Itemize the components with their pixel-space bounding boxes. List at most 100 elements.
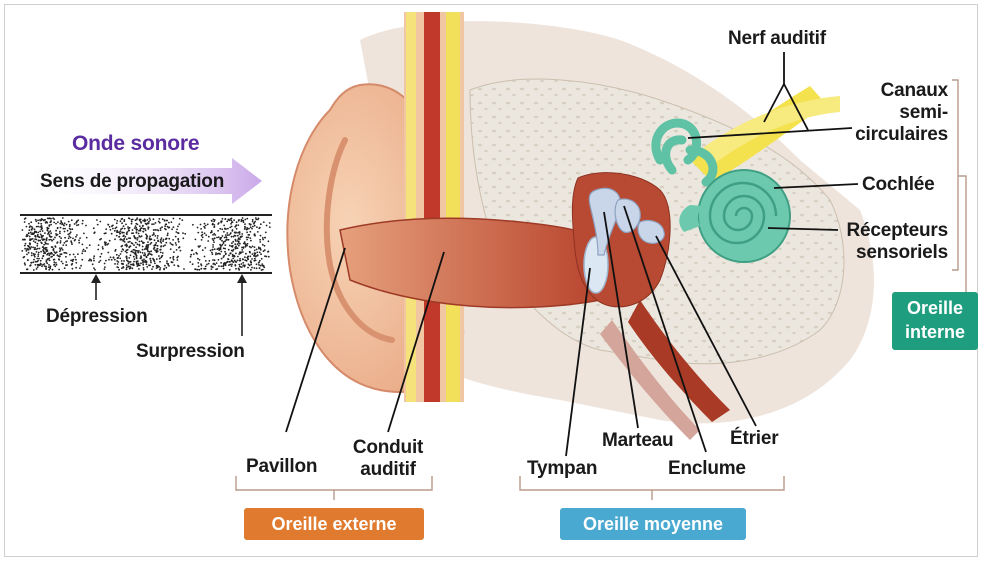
wave-dot [53, 264, 55, 266]
wave-dot [159, 269, 161, 271]
wave-dot [46, 239, 48, 241]
wave-dot [137, 243, 139, 245]
wave-dot [205, 225, 207, 227]
wave-dot [268, 240, 270, 242]
wave-dot [63, 228, 65, 230]
depression-arrowhead [91, 274, 101, 283]
wave-dot [127, 241, 129, 243]
wave-dot [121, 218, 123, 220]
wave-dot [254, 250, 256, 252]
wave-dot [247, 267, 249, 269]
wave-dot [173, 226, 175, 228]
wave-dot [214, 259, 216, 261]
wave-dot [165, 267, 167, 269]
wave-dot [160, 227, 162, 229]
wave-dot [161, 255, 163, 257]
wave-dot [268, 256, 270, 258]
wave-dot [93, 255, 95, 257]
wave-dot [64, 231, 66, 233]
wave-dot [144, 219, 146, 221]
wave-dot [39, 230, 41, 232]
wave-dot [111, 233, 113, 235]
wave-dot [217, 230, 219, 232]
wave-dot [175, 242, 177, 244]
wave-dot [60, 240, 62, 242]
wave-dot [197, 269, 199, 271]
wave-dot [129, 268, 131, 270]
wave-dot [50, 232, 52, 234]
wave-dot [131, 219, 133, 221]
wave-dot [195, 239, 197, 241]
wave-dot [126, 231, 128, 233]
wave-dot [83, 233, 85, 235]
wave-dot [80, 265, 82, 267]
wave-dot [40, 251, 42, 253]
wave-dot [229, 253, 231, 255]
wave-dot [250, 264, 252, 266]
wave-dot [100, 260, 102, 262]
wave-dot [154, 229, 156, 231]
wave-dot [33, 269, 35, 271]
wave-dot [175, 236, 177, 238]
wave-dot [239, 238, 241, 240]
wave-dot [212, 246, 214, 248]
wave-dot [68, 237, 70, 239]
wave-dot [232, 245, 234, 247]
wave-dot [90, 260, 92, 262]
wave-dot [38, 222, 40, 224]
wave-dot [197, 262, 199, 264]
wave-dot [55, 223, 57, 225]
wave-dot [216, 262, 218, 264]
canaux-label: Canaux semi- circulaires [838, 80, 948, 146]
wave-dot [212, 259, 214, 261]
wave-dot [213, 221, 215, 223]
wave-dot [123, 220, 125, 222]
wave-dot [142, 249, 144, 251]
wave-dot [228, 239, 230, 241]
wave-dot [126, 266, 128, 268]
wave-dot [223, 225, 225, 227]
wave-dot [121, 260, 123, 262]
wave-dot [216, 248, 218, 250]
wave-dot [74, 239, 76, 241]
wave-dot [247, 258, 249, 260]
wave-dot [59, 247, 61, 249]
wave-dot [69, 233, 71, 235]
wave-dot [239, 260, 241, 262]
wave-dot [193, 253, 195, 255]
wave-dot [130, 264, 132, 266]
wave-dot [36, 258, 38, 260]
wave-dot [38, 240, 40, 242]
wave-dot [172, 262, 174, 264]
wave-dot [208, 236, 210, 238]
wave-dot [133, 244, 135, 246]
wave-dot [223, 242, 225, 244]
wave-dot [162, 252, 164, 254]
wave-dot [54, 245, 56, 247]
wave-dot [36, 239, 38, 241]
wave-dot [84, 250, 86, 252]
wave-dot [122, 240, 124, 242]
wave-dot [250, 240, 252, 242]
wave-dot [218, 222, 220, 224]
wave-dot [190, 256, 192, 258]
wave-dot [139, 219, 141, 221]
wave-dot [34, 247, 36, 249]
wave-dot [43, 239, 45, 241]
wave-dot [99, 221, 101, 223]
wave-dot [244, 219, 246, 221]
wave-dot [173, 251, 175, 253]
wave-dot [244, 227, 246, 229]
wave-dot [108, 224, 110, 226]
wave-dot [36, 245, 38, 247]
wave-dot [62, 223, 64, 225]
wave-dot [142, 262, 144, 264]
wave-dot [93, 257, 95, 259]
wave-dot [37, 267, 39, 269]
wave-dot [147, 219, 149, 221]
wave-dot [178, 232, 180, 234]
wave-dot [200, 228, 202, 230]
ear-anatomy [287, 12, 874, 440]
wave-dot [177, 238, 179, 240]
